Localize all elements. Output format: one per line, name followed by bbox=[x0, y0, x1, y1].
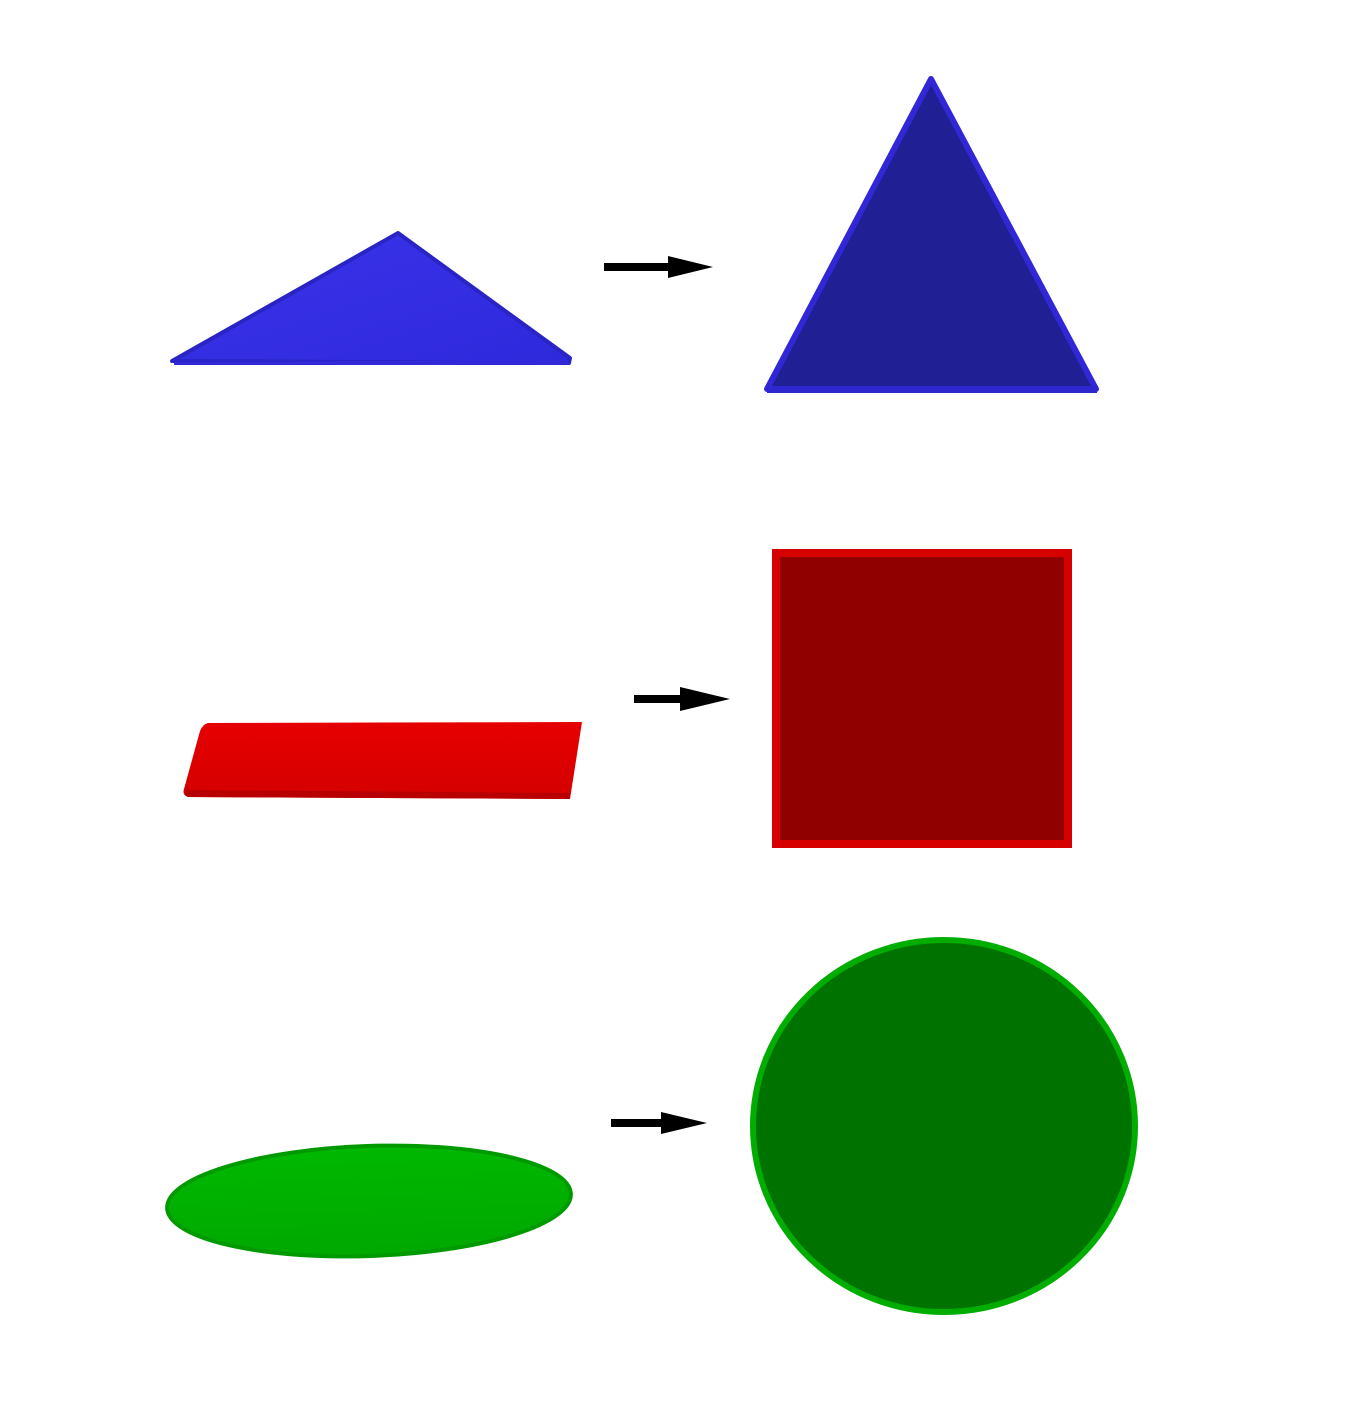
right-arrow-icon bbox=[661, 1112, 707, 1134]
rectangle-before-edge bbox=[184, 790, 570, 799]
rectangle-before-shape bbox=[183, 722, 582, 799]
row-ellipse bbox=[165, 937, 1138, 1315]
right-arrow-icon bbox=[668, 256, 713, 278]
circle-after bbox=[750, 937, 1138, 1315]
row-triangle bbox=[170, 76, 1099, 393]
square-after bbox=[772, 549, 1072, 848]
right-arrow-icon bbox=[680, 687, 730, 711]
row-rectangle-arrow bbox=[634, 687, 730, 711]
triangle-before-shape bbox=[170, 231, 572, 365]
ellipse-before bbox=[165, 1143, 573, 1259]
row-triangle-arrow bbox=[604, 256, 713, 278]
triangle-after bbox=[764, 76, 1099, 393]
arrow-shaft bbox=[604, 263, 674, 271]
triangle-before bbox=[170, 231, 572, 365]
triangle-after-edge bbox=[767, 386, 1097, 393]
row-ellipse-arrow bbox=[611, 1112, 707, 1134]
arrow-shaft bbox=[611, 1119, 667, 1127]
rectangle-before bbox=[183, 722, 582, 799]
row-rectangle bbox=[183, 549, 1072, 848]
arrow-shaft bbox=[634, 695, 686, 703]
ellipse-before-shape bbox=[165, 1143, 573, 1259]
circle-after-shape bbox=[750, 937, 1138, 1315]
square-after-shape bbox=[772, 549, 1072, 848]
triangle-after-shape bbox=[764, 76, 1099, 392]
triangle-before-edge bbox=[174, 360, 569, 365]
